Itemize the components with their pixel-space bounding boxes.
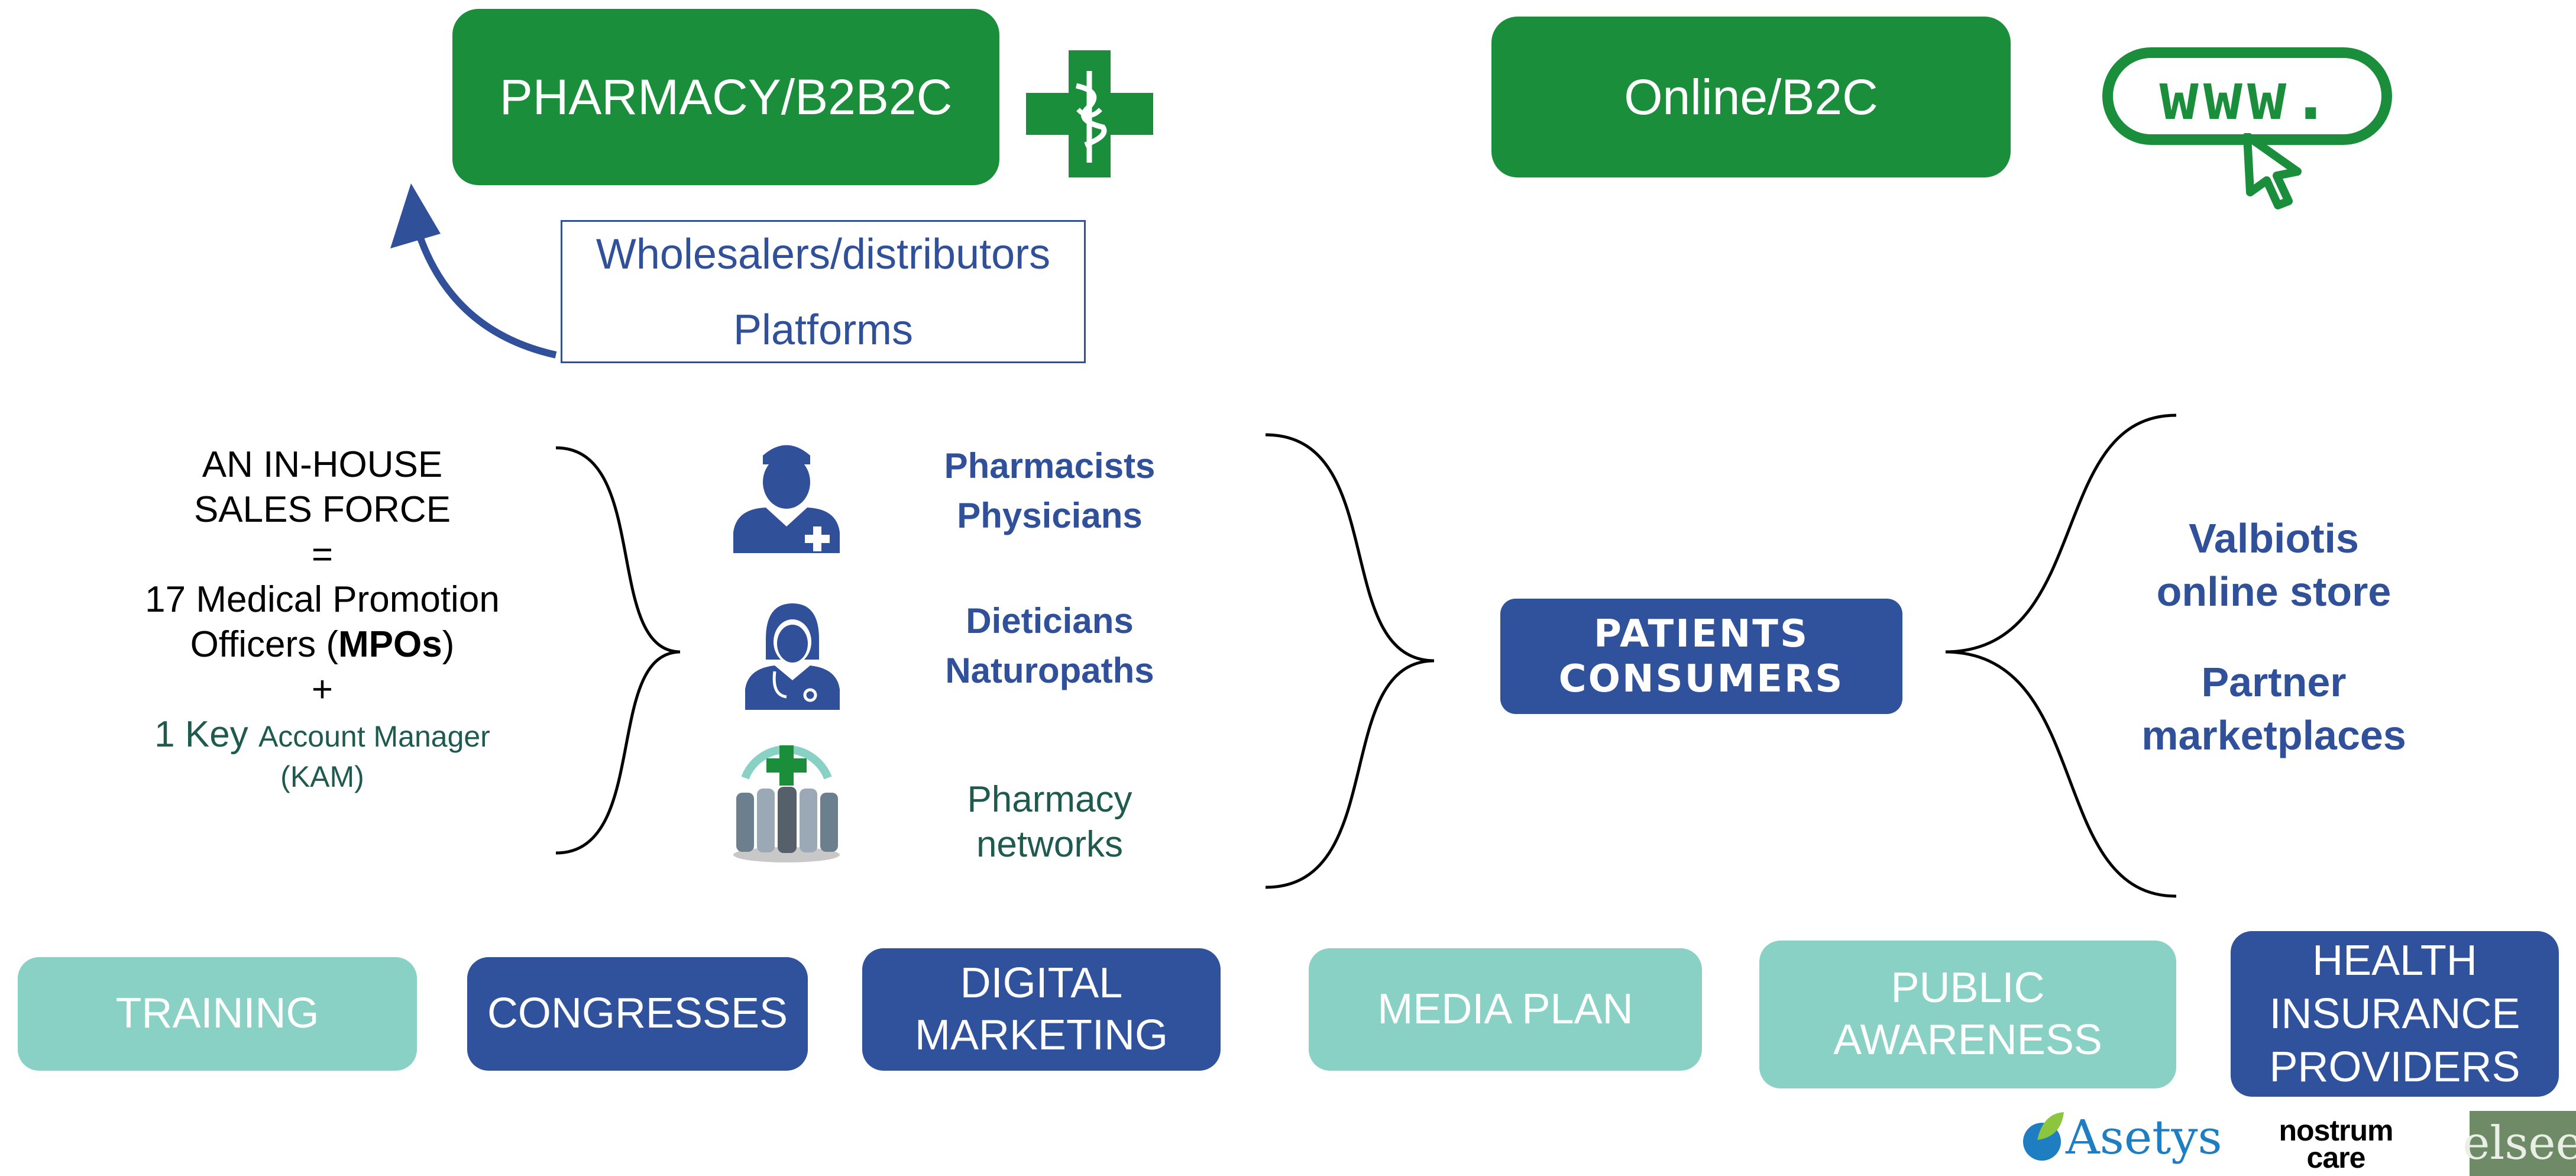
congresses-label: CONGRESSES bbox=[487, 990, 788, 1038]
awareness-label: AWARENESS bbox=[1833, 1016, 2102, 1064]
public-label: PUBLIC bbox=[1891, 964, 2045, 1012]
nostrum-care-logo: nostrum care bbox=[2259, 1114, 2413, 1174]
curved-arrow bbox=[413, 227, 557, 358]
sales-force-block: AN IN-HOUSE SALES FORCE = 17 Medical Pro… bbox=[106, 442, 538, 794]
sales-force-line1: AN IN-HOUSE bbox=[202, 444, 443, 485]
online-store-label: online store bbox=[2156, 568, 2391, 615]
online-channel-label: Online/B2C bbox=[1624, 69, 1878, 125]
health-insurance-pill: HEALTH INSURANCE PROVIDERS bbox=[2231, 931, 2559, 1097]
elsee-logo: elsee bbox=[2462, 1111, 2576, 1176]
left-brace bbox=[555, 446, 681, 855]
physicians-label: Physicians bbox=[957, 496, 1143, 535]
care-text: care bbox=[2306, 1141, 2366, 1174]
marketplaces-label: marketplaces bbox=[2141, 712, 2406, 758]
sales-force-equals: = bbox=[311, 534, 334, 575]
pharmacy-channel-box: PHARMACY/B2B2C bbox=[452, 9, 999, 185]
naturopaths-label: Naturopaths bbox=[945, 651, 1154, 690]
pharmacy-cross-icon bbox=[1026, 50, 1153, 177]
curved-arrow-head bbox=[390, 183, 441, 248]
valbiotis-store: Valbiotis online store bbox=[2105, 512, 2442, 618]
congresses-pill: CONGRESSES bbox=[467, 957, 808, 1071]
intermediaries-box bbox=[561, 220, 1086, 363]
asetys-text: Asetys bbox=[2066, 1110, 2222, 1165]
partner-label: Partner bbox=[2201, 659, 2347, 705]
digital-marketing-pill: DIGITAL MARKETING bbox=[862, 948, 1221, 1071]
partner-marketplaces: Partner marketplaces bbox=[2105, 655, 2442, 762]
consumers-label: CONSUMERS bbox=[1558, 657, 1844, 701]
asetys-leaf-icon bbox=[2023, 1112, 2064, 1161]
dieticians-label: Dieticians bbox=[966, 601, 1134, 641]
patients-label: PATIENTS bbox=[1593, 612, 1810, 656]
valbiotis-label: Valbiotis bbox=[2189, 515, 2359, 561]
training-label: TRAINING bbox=[115, 990, 319, 1038]
online-channel-box: Online/B2C bbox=[1491, 17, 2011, 177]
sales-force-line2: SALES FORCE bbox=[193, 489, 451, 530]
pharmacy-networks-line1: Pharmacy bbox=[967, 779, 1132, 820]
www-icon: www. bbox=[2102, 47, 2392, 145]
kam-line: 1 Key Account Manager bbox=[154, 714, 490, 755]
right-brace bbox=[1945, 413, 2177, 898]
insurance-label: INSURANCE bbox=[2269, 990, 2520, 1038]
www-icon-text: www. bbox=[2159, 58, 2335, 134]
mpo-line2: Officers (MPOs) bbox=[190, 624, 455, 665]
mpo-abbr: MPOs bbox=[338, 624, 442, 665]
intermediaries-line1: Wholesalers/distributors bbox=[596, 231, 1051, 278]
patients-consumers-box: PATIENTS CONSUMERS bbox=[1500, 599, 1902, 714]
asetys-logo: Asetys bbox=[2020, 1107, 2222, 1167]
media-plan-label: MEDIA PLAN bbox=[1377, 985, 1633, 1033]
mpo-line1: 17 Medical Promotion bbox=[145, 579, 500, 620]
pharmacy-channel-label: PHARMACY/B2B2C bbox=[499, 69, 953, 125]
cursor-icon bbox=[2243, 133, 2302, 209]
pharmacy-group-icon bbox=[727, 736, 846, 864]
middle-brace bbox=[1265, 433, 1435, 889]
digital-label: DIGITAL bbox=[960, 959, 1123, 1007]
pharmacists-label: Pharmacists bbox=[944, 446, 1156, 486]
training-pill: TRAINING bbox=[18, 957, 417, 1071]
providers-label: PROVIDERS bbox=[2269, 1043, 2520, 1091]
marketing-label: MARKETING bbox=[914, 1011, 1169, 1059]
dietician-icon bbox=[745, 603, 840, 710]
pharmacy-networks-line2: networks bbox=[976, 824, 1124, 865]
public-awareness-pill: PUBLIC AWARENESS bbox=[1759, 941, 2176, 1088]
sales-force-plus: + bbox=[311, 669, 334, 710]
health-label: HEALTH bbox=[2312, 937, 2477, 984]
pharmacist-icon bbox=[733, 445, 840, 553]
kam-abbr: (KAM) bbox=[280, 760, 364, 793]
media-plan-pill: MEDIA PLAN bbox=[1309, 948, 1702, 1071]
nostrum-text: nostrum bbox=[2279, 1114, 2394, 1147]
elsee-text: elsee bbox=[2462, 1117, 2576, 1170]
intermediaries-line2: Platforms bbox=[733, 306, 914, 354]
